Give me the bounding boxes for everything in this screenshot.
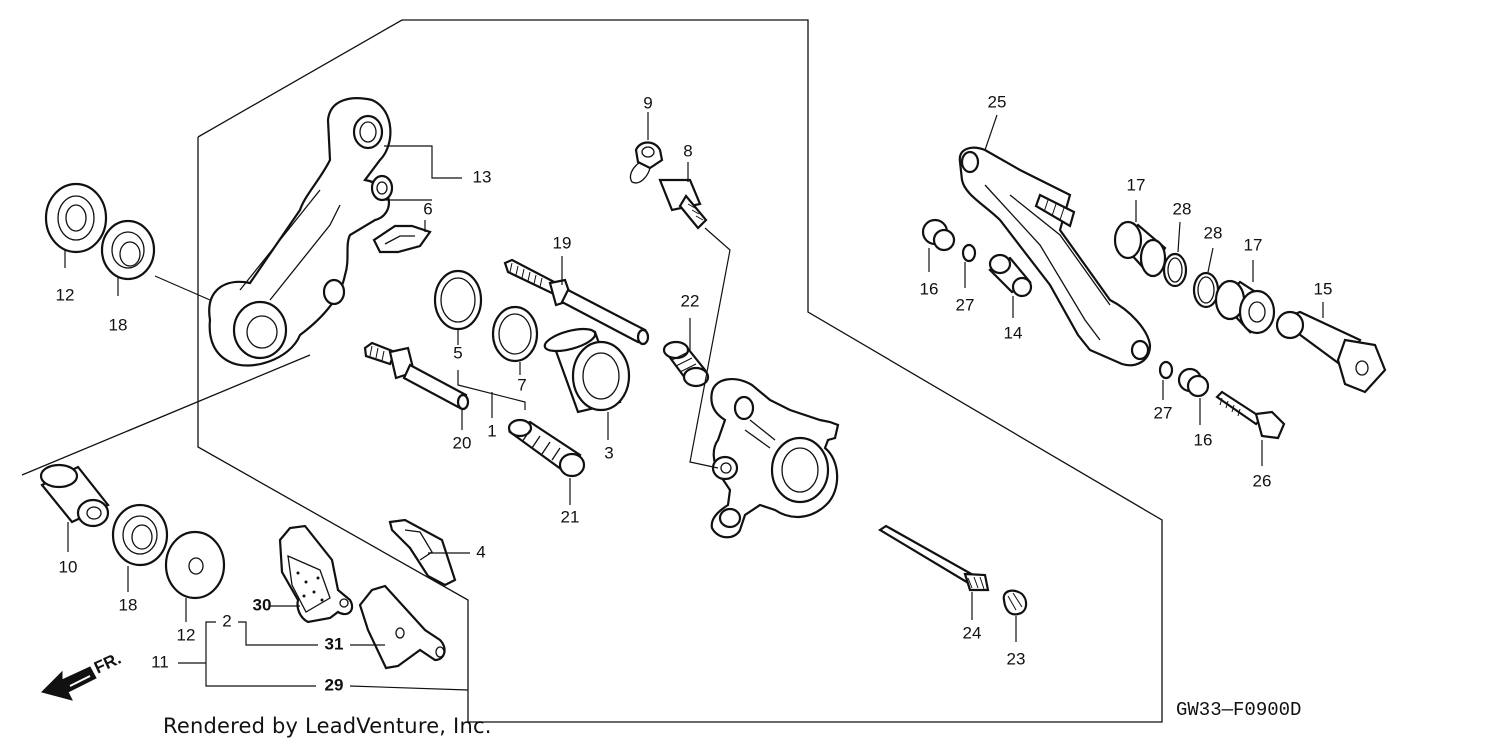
callout-13[interactable]: 13 [473, 167, 492, 186]
spacer-part[interactable] [39, 463, 110, 528]
o-ring-upper-part[interactable] [961, 243, 977, 263]
pin-sleeve-part[interactable] [662, 340, 710, 388]
pad-shim-part[interactable] [388, 518, 457, 587]
callout-11[interactable]: 11 [151, 652, 169, 671]
slide-pin-part[interactable] [363, 341, 470, 411]
link-bolt-part[interactable] [1275, 310, 1387, 394]
bushing-upper-part[interactable] [921, 218, 956, 252]
link-seal-lower-part[interactable] [1214, 279, 1276, 335]
credit-text: Rendered by LeadVenture, Inc. [163, 714, 492, 738]
pad-spring-part[interactable] [358, 584, 446, 670]
callout-14[interactable]: 14 [1004, 323, 1023, 342]
bushing-lower-part[interactable] [1177, 367, 1210, 398]
leader-lines [64, 112, 1324, 691]
washer-upper-part[interactable] [44, 182, 108, 254]
callout-31[interactable]: 31 [325, 634, 344, 653]
flange-bolt-part[interactable] [1215, 390, 1286, 440]
callout-27-lower[interactable]: 27 [1154, 403, 1173, 422]
callout-24[interactable]: 24 [963, 623, 982, 642]
callout-labels: 13 6 12 18 9 8 19 22 5 7 1 20 3 21 4 10 … [56, 92, 1333, 694]
callout-19[interactable]: 19 [553, 233, 572, 252]
callout-28-upper[interactable]: 28 [1173, 199, 1192, 218]
callout-27-upper[interactable]: 27 [956, 295, 975, 314]
callout-21[interactable]: 21 [561, 507, 580, 526]
o-ring-lower-part[interactable] [1158, 360, 1174, 380]
front-direction-arrow: FR. [41, 649, 124, 701]
callout-12-lower[interactable]: 12 [177, 625, 196, 644]
callout-29[interactable]: 29 [325, 675, 344, 694]
dust-seal-part[interactable] [491, 305, 539, 363]
callout-6[interactable]: 6 [423, 199, 432, 218]
piston-seal-part[interactable] [433, 269, 483, 331]
callout-12-upper[interactable]: 12 [56, 285, 75, 304]
callout-2[interactable]: 2 [222, 611, 231, 630]
callout-16-upper[interactable]: 16 [920, 279, 939, 298]
callout-7[interactable]: 7 [517, 375, 526, 394]
callout-23[interactable]: 23 [1007, 649, 1026, 668]
retainer-clip-part[interactable] [372, 224, 432, 254]
callout-1[interactable]: 1 [487, 421, 496, 440]
front-direction-label: FR. [91, 649, 124, 678]
callout-22[interactable]: 22 [681, 291, 700, 310]
caliper-bracket-part[interactable] [208, 97, 394, 367]
callout-25[interactable]: 25 [988, 92, 1007, 111]
callout-18-lower[interactable]: 18 [119, 595, 138, 614]
callout-20[interactable]: 20 [453, 433, 472, 452]
callout-17-lower[interactable]: 17 [1244, 235, 1263, 254]
callout-8[interactable]: 8 [683, 141, 692, 160]
callout-5[interactable]: 5 [453, 343, 462, 362]
callout-3[interactable]: 3 [604, 443, 613, 462]
callout-28-lower[interactable]: 28 [1204, 223, 1223, 242]
callout-15[interactable]: 15 [1314, 279, 1333, 298]
callout-4[interactable]: 4 [476, 542, 485, 561]
callout-9[interactable]: 9 [643, 93, 652, 112]
caliper-body-part[interactable] [710, 378, 840, 539]
caliper-piston-part[interactable] [543, 325, 631, 414]
circlip-lower-part[interactable] [1192, 271, 1220, 309]
washer-lower-part[interactable] [164, 530, 226, 600]
torque-link-part[interactable] [958, 146, 1152, 367]
inner-collar-part[interactable] [988, 253, 1033, 298]
bleeder-screw-part[interactable] [658, 178, 708, 230]
callout-10[interactable]: 10 [59, 557, 78, 576]
link-seal-upper-part[interactable] [1113, 220, 1167, 278]
bleeder-cap-part[interactable] [629, 141, 664, 184]
pin-plug-part[interactable] [1002, 589, 1028, 616]
callout-26[interactable]: 26 [1253, 471, 1272, 490]
pad-pin-part[interactable] [877, 524, 990, 592]
circlip-upper-part[interactable] [1162, 252, 1188, 288]
pin-boot-part[interactable] [507, 418, 586, 478]
callout-17-upper[interactable]: 17 [1127, 175, 1146, 194]
collar-lower-part[interactable] [111, 503, 169, 567]
callout-30[interactable]: 30 [253, 595, 272, 614]
collar-upper-part[interactable] [100, 219, 156, 281]
drawing-code: GW33—F0900D [1176, 699, 1302, 721]
group-frame [21, 19, 1163, 723]
callout-16-lower[interactable]: 16 [1194, 430, 1213, 449]
pin-bolt-part[interactable] [503, 258, 650, 346]
callout-18-upper[interactable]: 18 [109, 315, 128, 334]
brake-pad-part[interactable] [278, 524, 354, 624]
